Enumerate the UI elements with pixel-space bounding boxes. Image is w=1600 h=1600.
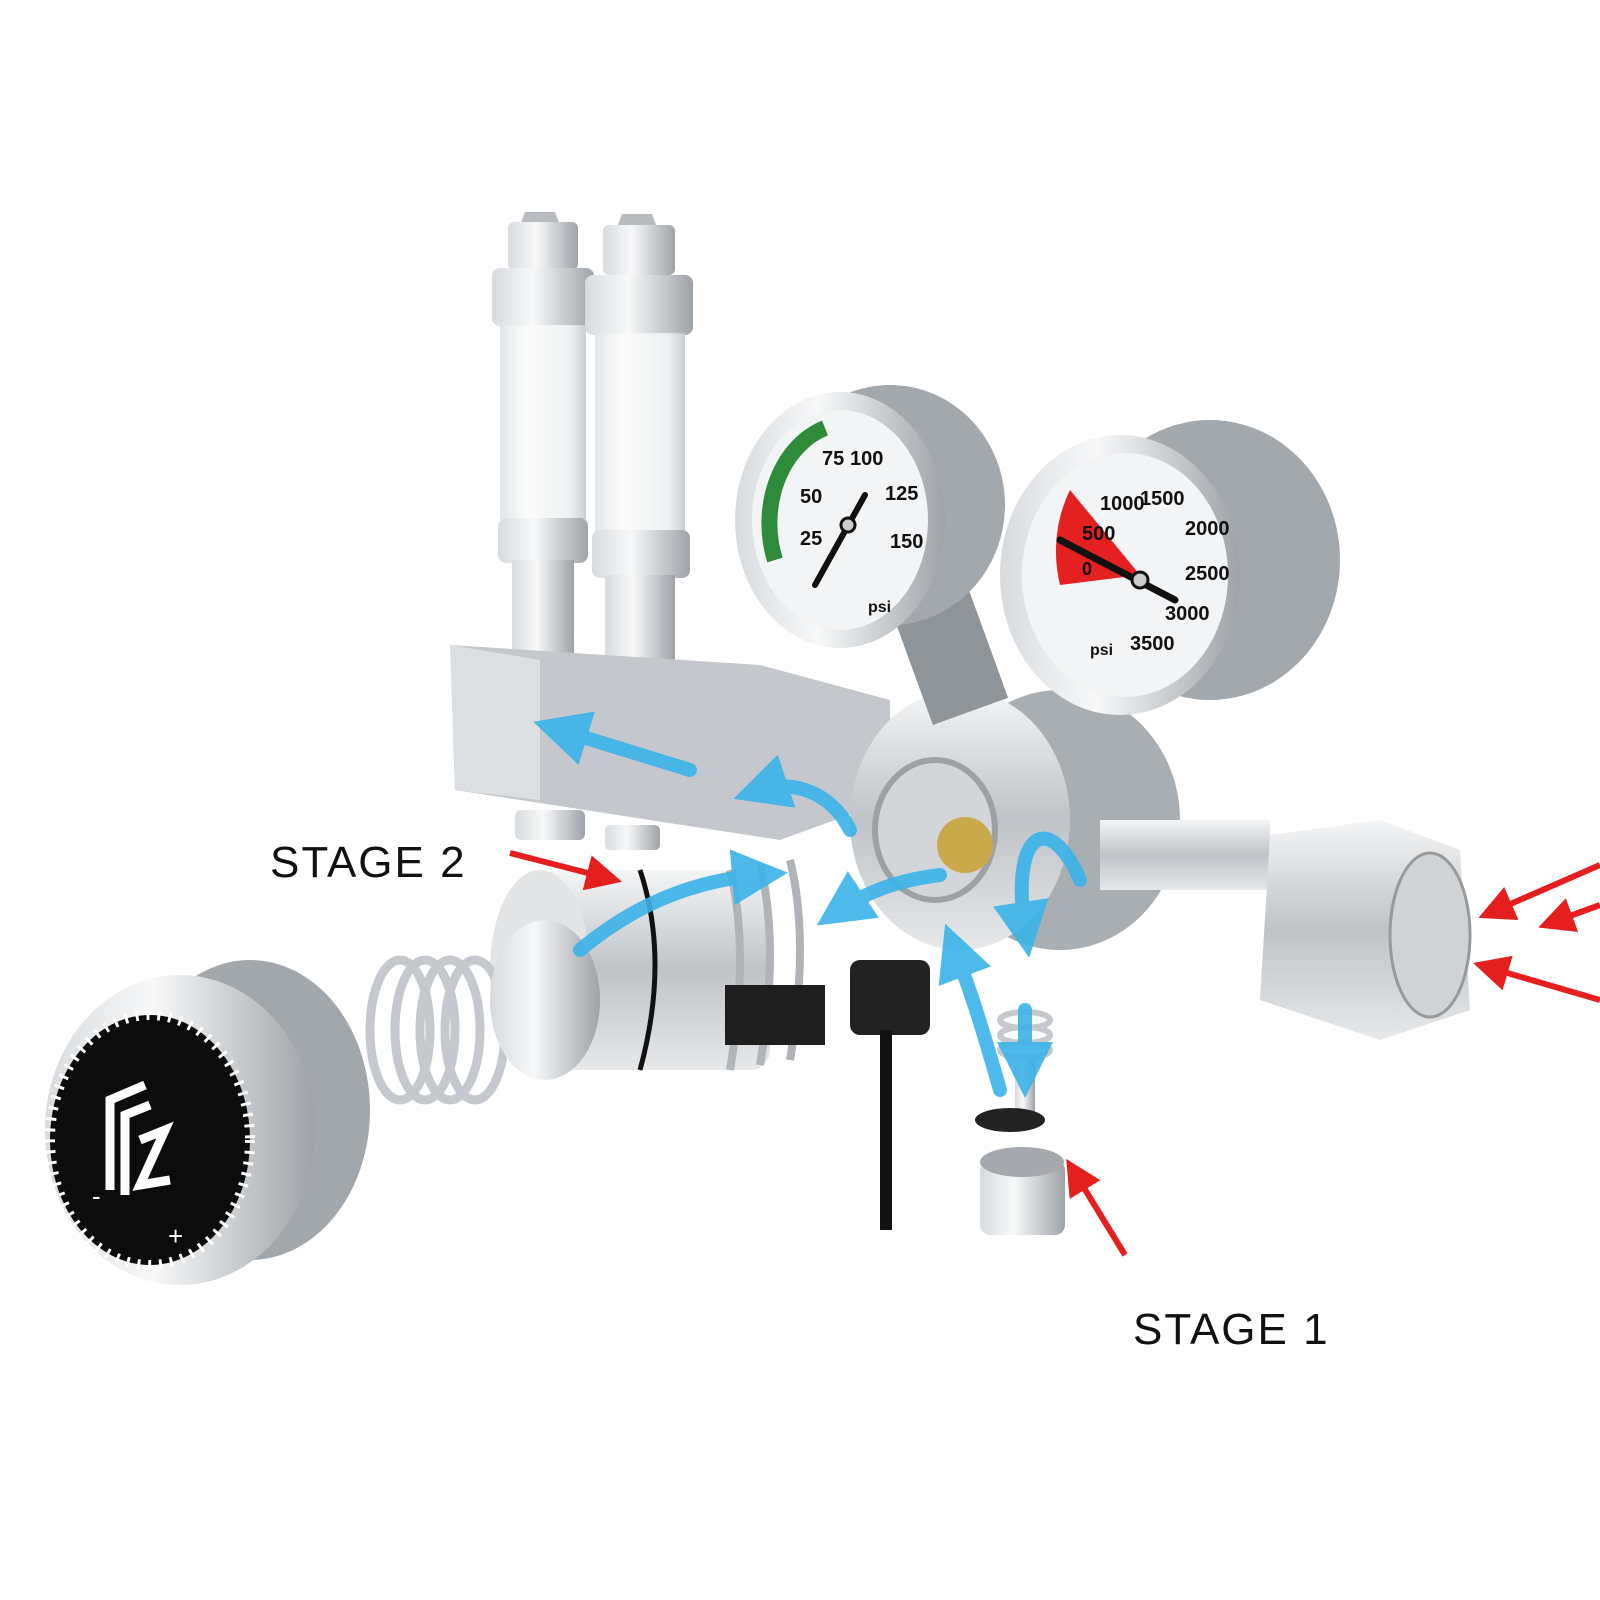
stage-1-arrow	[1066, 1158, 1128, 1257]
high-gauge-tick-500: 500	[1082, 523, 1115, 545]
low-gauge-unit: psi	[868, 599, 891, 616]
inlet-arrow-2	[1473, 955, 1600, 1003]
check-valve	[850, 960, 930, 1035]
adjustment-knob[interactable]: - +	[45, 960, 370, 1285]
bubble-counter-left	[492, 212, 594, 655]
stage-2-arrow	[509, 850, 622, 891]
inlet-arrow-1	[1478, 862, 1600, 921]
bubble-counter-tube	[880, 1030, 892, 1230]
high-gauge-tick-3500: 3500	[1130, 633, 1175, 655]
callout-arrows	[509, 850, 1600, 1257]
high-gauge-needle	[1056, 536, 1179, 604]
spring-cap	[490, 920, 600, 1080]
inlet-nut	[1260, 820, 1472, 1040]
solenoid-manifold-block	[450, 645, 890, 850]
bubble-counter-right	[585, 214, 693, 665]
regulator-spring	[365, 955, 510, 1105]
low-gauge-tick-50: 50	[800, 486, 822, 508]
low-pressure-gauge: 25 50 75 100 125 150 psi	[735, 385, 1009, 726]
stage-1-label: STAGE 1	[1133, 1305, 1330, 1354]
low-gauge-needle	[812, 492, 868, 588]
high-gauge-tick-1000: 1000	[1100, 493, 1145, 515]
gas-flow-arrows	[533, 711, 1087, 1098]
inlet-stem	[1100, 820, 1270, 890]
high-gauge-tick-2500: 2500	[1185, 563, 1230, 585]
knob-plus: +	[168, 1221, 183, 1251]
high-pressure-gauge: 0 500 1000 1500 2000 2500 3000 3500 psi	[1000, 420, 1340, 715]
high-gauge-unit: psi	[1090, 642, 1113, 659]
high-gauge-tick-0: 0	[1082, 559, 1092, 579]
valve-seat	[937, 817, 993, 873]
stage-2-label: STAGE 2	[270, 838, 467, 887]
knob-minus: -	[92, 1181, 101, 1211]
low-gauge-tick-150: 150	[890, 531, 923, 553]
brand-logo	[105, 1080, 174, 1195]
high-gauge-tick-3000: 3000	[1165, 603, 1210, 625]
low-gauge-tick-25: 25	[800, 528, 822, 550]
solenoid-base	[725, 985, 825, 1045]
low-gauge-tick-125: 125	[885, 483, 918, 505]
low-gauge-tick-75: 75	[822, 448, 844, 470]
low-gauge-tick-100: 100	[850, 448, 883, 470]
stage-1-parts	[975, 1009, 1065, 1235]
regulator-body	[850, 690, 1270, 950]
high-gauge-tick-2000: 2000	[1185, 518, 1230, 540]
high-gauge-tick-1500: 1500	[1140, 488, 1185, 510]
